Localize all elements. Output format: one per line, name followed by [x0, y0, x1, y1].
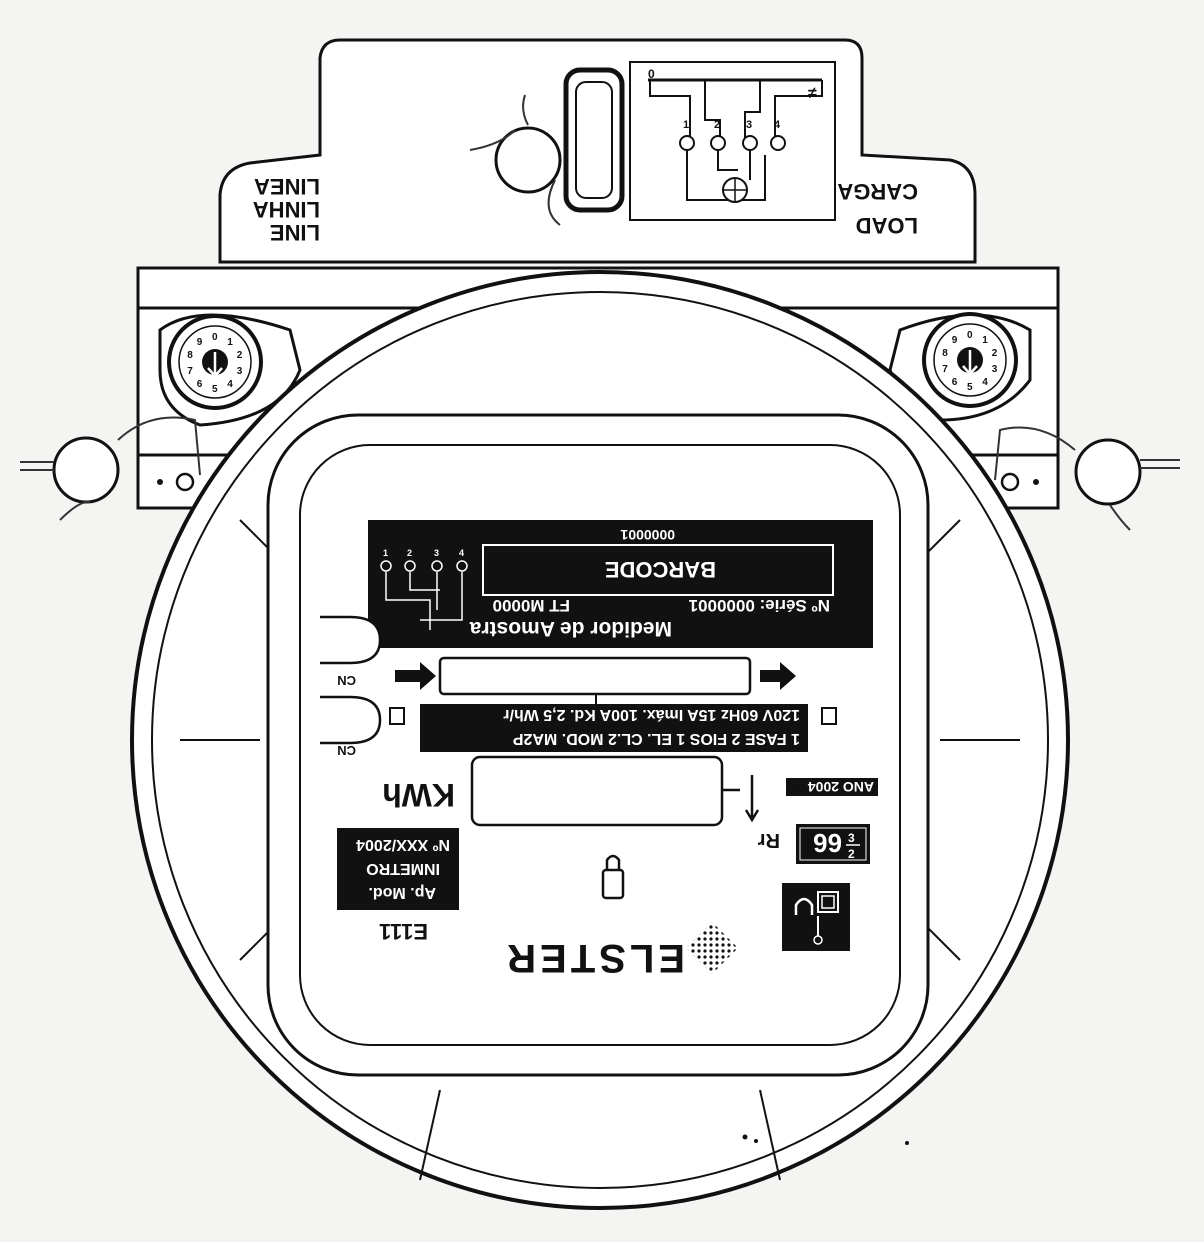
svg-text:Nº XXX/2004: Nº XXX/2004: [356, 836, 450, 853]
rr-value: 66: [813, 828, 842, 858]
approval-plate: Nº XXX/2004 INMETRO Ap. Mod.: [337, 828, 459, 910]
svg-text:3: 3: [746, 119, 752, 131]
svg-text:CARGA: CARGA: [837, 179, 918, 204]
barcode-box: [482, 544, 834, 596]
nameplate: 0000001 BARCODE FT M0000 Nº Série: 00000…: [368, 520, 873, 648]
svg-text:LINHA: LINHA: [253, 197, 320, 222]
dial-digit: 5: [967, 382, 973, 393]
dial-digit: 2: [237, 350, 243, 361]
left-seal: [52, 436, 120, 504]
load-labels: LOAD CARGA: [837, 179, 918, 238]
dial-digit: 6: [197, 379, 203, 390]
svg-text:CN: CN: [337, 673, 356, 688]
year-label: ANO 2004: [808, 779, 874, 795]
dial-digit: 1: [982, 335, 988, 346]
svg-text:2: 2: [848, 847, 855, 861]
svg-text:2: 2: [714, 119, 720, 131]
rating-line-1: 120V 60Hz 15A Imáx. 100A Kd. 2,5 Wh/r: [503, 706, 800, 723]
svg-text:INMETRO: INMETRO: [366, 860, 440, 877]
svg-text:≠: ≠: [808, 85, 817, 102]
dial-digit: 8: [187, 350, 193, 361]
svg-text:CN: CN: [337, 743, 356, 758]
rating-plate: 120V 60Hz 15A Imáx. 100A Kd. 2,5 Wh/r 1 …: [420, 704, 808, 752]
nameplate-title: Medidor de Amostra: [469, 617, 672, 640]
brand-name: ELSTER: [503, 936, 685, 980]
dial-digit: 1: [227, 337, 233, 348]
unit-label: KWh: [382, 777, 455, 813]
serial-top: 0000001: [620, 527, 675, 543]
svg-text:4: 4: [459, 548, 464, 558]
svg-text:4: 4: [774, 119, 781, 131]
svg-text:LOAD: LOAD: [856, 213, 918, 238]
cn-ports: CN CN: [320, 615, 382, 758]
dial-digit: 5: [212, 384, 218, 395]
rr-label: Rr: [758, 829, 780, 851]
dial-digit: 2: [992, 348, 998, 359]
svg-text:LINE: LINE: [270, 220, 320, 245]
right-seal: [1074, 438, 1142, 506]
svg-text:LINEA: LINEA: [254, 174, 320, 199]
elster-logo: ELSTER: [503, 922, 738, 980]
register-window: [470, 755, 724, 827]
svg-text:2: 2: [407, 548, 412, 558]
terminal-slot: [563, 67, 625, 213]
dial-digit: 0: [212, 332, 218, 343]
dial-digit: 8: [942, 348, 948, 359]
svg-text:1: 1: [383, 548, 388, 558]
dial-digit: 4: [227, 379, 233, 390]
dial-digit: 7: [187, 366, 193, 377]
svg-text:1: 1: [683, 119, 689, 131]
dial-digit: 9: [197, 337, 203, 348]
dial-digit: 4: [982, 377, 988, 388]
ft-code: FT M0000: [493, 596, 570, 615]
wiring-diagram-top: 0 ≠ 1 2 3 4: [629, 61, 836, 221]
rating-line-2: 1 FASE 2 FIOS 1 EL. CL.2 MOD. MA2P: [513, 730, 801, 747]
left-arrow: [395, 662, 436, 690]
model-label: E111: [379, 919, 428, 944]
double-insulation-icon: [782, 883, 850, 951]
svg-text:3: 3: [848, 831, 855, 845]
barcode-label: BARCODE: [605, 557, 716, 582]
dial-digit: 3: [237, 366, 243, 377]
svg-text:3: 3: [434, 548, 439, 558]
lock-icon: [601, 854, 625, 900]
dial-digit: 7: [942, 364, 948, 375]
dial-digit: 9: [952, 335, 958, 346]
disc-window: [438, 656, 752, 696]
svg-text:Ap. Mod.: Ap. Mod.: [368, 884, 436, 901]
top-seal: [494, 126, 562, 194]
dial-digit: 6: [952, 377, 958, 388]
serial-number: Nº Série: 0000001: [689, 596, 830, 615]
line-labels: LINE LINHA LINEA: [253, 174, 320, 245]
right-arrow: [760, 662, 796, 690]
neutral-label: 0: [648, 67, 655, 81]
dial-digit: 3: [992, 364, 998, 375]
dial-digit: 0: [967, 330, 973, 341]
